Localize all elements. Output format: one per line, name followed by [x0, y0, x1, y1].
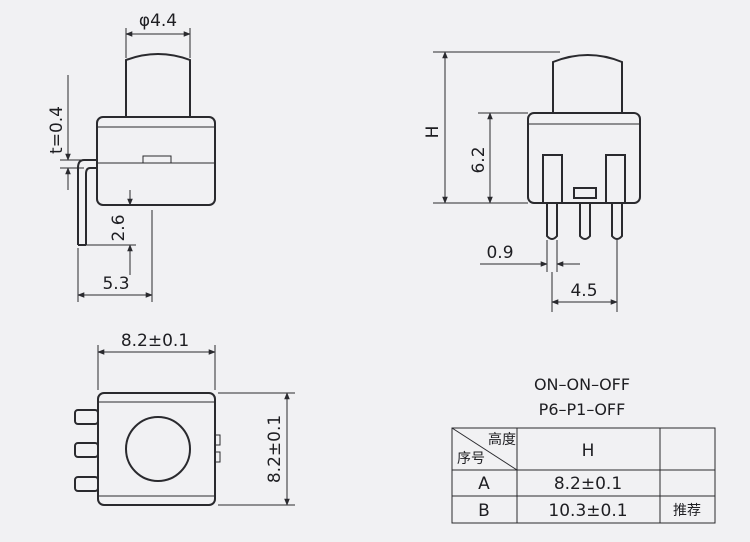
row-b-height: 10.3±0.1 — [548, 501, 627, 521]
front-terminal-left — [542, 154, 563, 203]
depth-label: 5.3 — [102, 274, 129, 294]
side-body — [96, 116, 216, 206]
length-label: 8.2±0.1 — [265, 415, 285, 483]
front-view: H 6.2 0.9 4.5 — [423, 51, 641, 312]
height-label: H — [423, 126, 443, 139]
header-index-label: 序号 — [457, 451, 485, 467]
width-label: 8.2±0.1 — [121, 331, 189, 351]
front-pin-3 — [611, 203, 623, 240]
front-body — [527, 112, 641, 204]
top-terminal-2 — [74, 442, 99, 458]
row-b-note: 推荐 — [673, 503, 701, 519]
switch-function-caption: ON–ON–OFF — [534, 375, 630, 394]
header-height-label: 高度 — [488, 431, 516, 448]
row-b-index: B — [478, 501, 490, 521]
thickness-label: t=0.4 — [47, 106, 67, 154]
column-h-header: H — [582, 441, 595, 461]
side-terminal — [77, 159, 97, 245]
body-height-label: 6.2 — [469, 146, 489, 173]
side-view: φ4.4 t=0.4 2.6 5.3 — [47, 11, 216, 302]
front-center-block — [573, 187, 597, 199]
top-terminal-3 — [74, 476, 99, 492]
header-diagonal — [451, 427, 518, 471]
top-plunger-circle — [125, 416, 191, 482]
spec-table: 高度 序号 H A 8.2±0.1 B 10.3±0.1 推荐 — [451, 427, 716, 524]
front-plunger — [552, 54, 623, 113]
row-a-index: A — [478, 474, 490, 494]
top-terminal-1 — [74, 409, 99, 425]
table-row: A 8.2±0.1 — [478, 474, 622, 494]
side-vent — [142, 155, 172, 164]
pin-width-label: 0.9 — [486, 243, 513, 263]
spec-table-frame — [451, 427, 716, 524]
front-terminal-right — [605, 154, 626, 203]
diameter-label: φ4.4 — [139, 11, 177, 31]
pin-pitch-label: 4.5 — [570, 281, 597, 301]
pin-offset-label: 2.6 — [109, 214, 129, 241]
front-pin-1 — [546, 203, 558, 240]
switch-positions-caption: P6–P1–OFF — [539, 400, 626, 419]
top-view: 8.2±0.1 8.2±0.1 — [74, 331, 295, 506]
row-a-height: 8.2±0.1 — [554, 474, 622, 494]
top-body — [97, 392, 216, 506]
front-pin-2 — [579, 203, 591, 240]
table-row: B 10.3±0.1 推荐 — [478, 501, 701, 521]
side-plunger — [125, 53, 191, 117]
